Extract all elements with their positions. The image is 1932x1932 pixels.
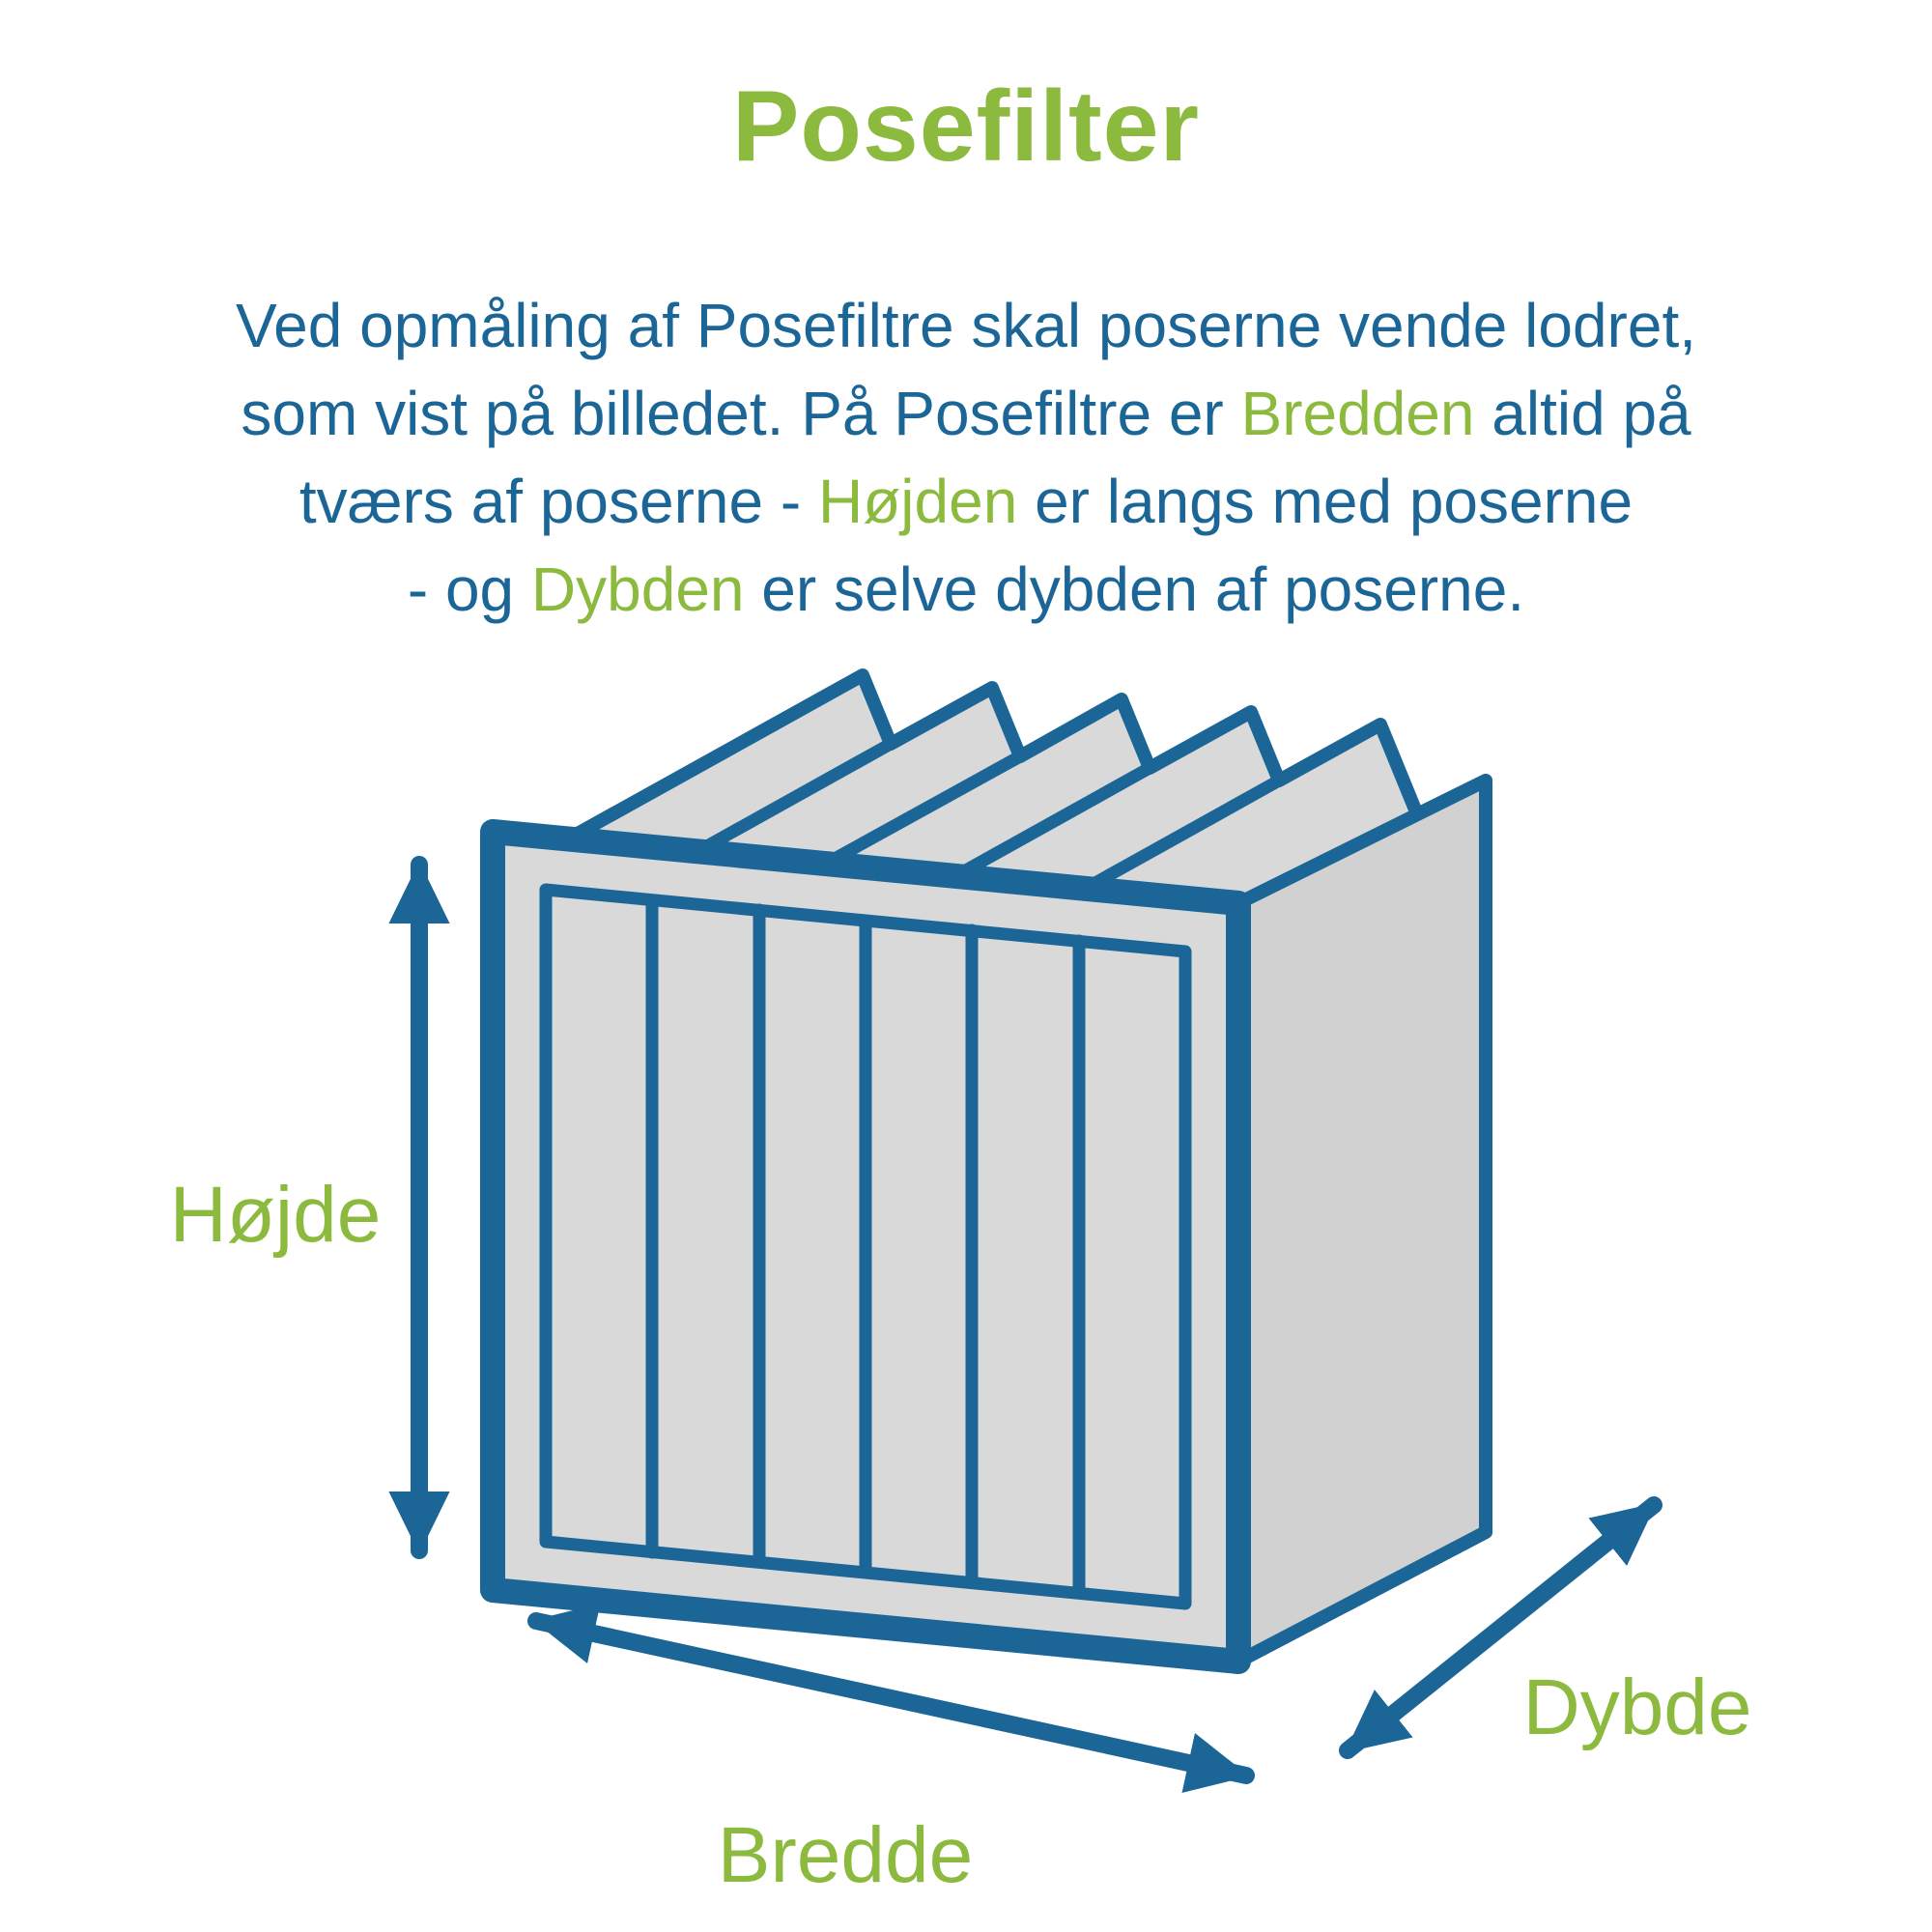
intro-line-4: - og Dybden er selve dybden af poserne.: [0, 546, 1932, 634]
depth-label: Dybde: [1522, 1663, 1751, 1751]
pocket-ridge-line: [819, 750, 1027, 870]
intro-line-1: Ved opmåling af Posefiltre skal poserne …: [0, 282, 1932, 370]
intro-line-2-post: altid på: [1474, 379, 1691, 448]
intro-highlight-dybden: Dybden: [530, 554, 745, 624]
intro-line-4-post: er selve dybden af poserne.: [744, 554, 1525, 624]
width-arrow: [527, 1604, 1255, 1793]
intro-line-1-text: Ved opmåling af Posefiltre skal poserne …: [235, 291, 1697, 360]
intro-line-2-pre: som vist på billedet. På Posefiltre er: [241, 379, 1241, 448]
width-label: Bredde: [718, 1811, 973, 1899]
intro-line-3: tværs af poserne - Højden er langs med p…: [0, 458, 1932, 546]
filter-side-panel: [1232, 774, 1492, 1668]
intro-line-3-pre: tværs af poserne -: [298, 467, 818, 536]
pocket-ridge-line: [690, 737, 897, 859]
pocket-ridge-line: [949, 761, 1156, 883]
intro-line-2: som vist på billedet. På Posefiltre er B…: [0, 370, 1932, 458]
intro-highlight-bredden: Bredden: [1240, 379, 1475, 448]
depth-arrow: [1339, 1496, 1662, 1759]
height-label: Højde: [170, 1171, 382, 1259]
intro-paragraph: Ved opmåling af Posefiltre skal poserne …: [0, 282, 1932, 634]
page-title: Posefilter: [732, 71, 1200, 183]
pocket-ridge-line: [1078, 774, 1286, 895]
pocket-ridge-lines: [690, 737, 1286, 895]
filter-pocket-dividers: [645, 894, 1086, 1600]
intro-line-3-post: er langs med poserne: [1017, 467, 1634, 536]
intro-highlight-hojden: Højden: [817, 467, 1018, 536]
intro-line-4-pre: - og: [407, 554, 531, 624]
